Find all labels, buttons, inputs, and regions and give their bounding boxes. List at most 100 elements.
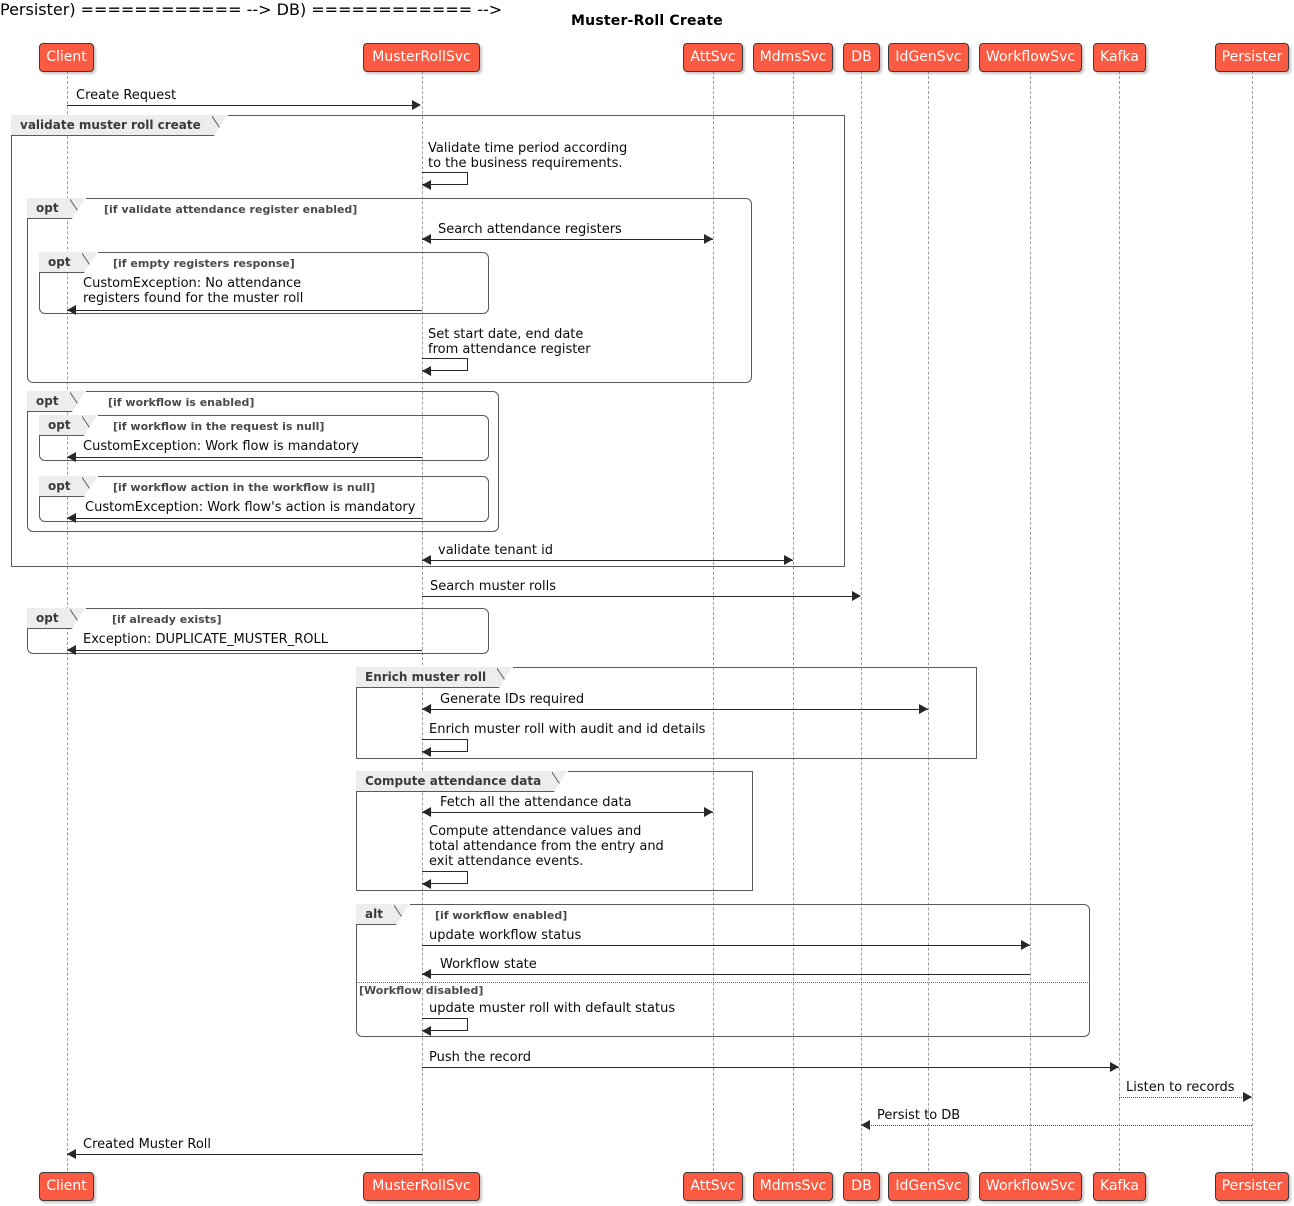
fragment-validate-muster-roll-create: [11, 115, 845, 567]
fragment-opt-validate-attendance-register: [27, 198, 752, 383]
arrowhead-generate-ids-left: [422, 704, 431, 714]
participant-label: AttSvc: [690, 49, 736, 65]
participant-idgensvc-top[interactable]: IdGenSvc: [888, 43, 969, 72]
arrow-push-the-record: [422, 1067, 1119, 1068]
arrow-search-muster-rolls: [422, 596, 854, 597]
participant-label: Client: [46, 49, 87, 65]
arrowhead-validate-tenant-id-right: [784, 555, 793, 565]
arrow-persist-to-db: [861, 1125, 1252, 1126]
arrow-validate-tenant-id: [422, 560, 793, 561]
participant-label: Kafka: [1100, 49, 1139, 65]
arrowhead-created-muster-roll: [67, 1149, 76, 1159]
participant-label: MusterRollSvc: [372, 1178, 471, 1194]
fragment-opt-workflow-request-null: [39, 415, 489, 461]
participant-label: WorkflowSvc: [985, 1178, 1076, 1194]
message-label-created-muster-roll: Created Muster Roll: [83, 1137, 212, 1152]
participant-musterrollsvc-top[interactable]: MusterRollSvc: [363, 43, 480, 72]
participant-label: DB: [851, 1178, 872, 1194]
participant-label: Client: [46, 1178, 87, 1194]
participant-client-bottom[interactable]: Client: [39, 1172, 94, 1201]
participant-mdmssvc-top[interactable]: MdmsSvc: [753, 43, 833, 72]
fragment-label-opt-3: opt: [27, 390, 86, 412]
lifeline-attsvc: [713, 71, 714, 1171]
participant-label: MdmsSvc: [759, 1178, 827, 1194]
participant-label: Kafka: [1100, 1178, 1139, 1194]
lifeline-workflowsvc: [1030, 71, 1031, 1171]
message-label-search-attendance-registers: Search attendance registers: [438, 222, 622, 237]
arrowhead-listen-to-records: [1243, 1092, 1252, 1102]
fragment-condition-opt-2: [if empty registers response]: [113, 257, 295, 270]
participant-mdmssvc-bottom[interactable]: MdmsSvc: [753, 1172, 833, 1201]
lifeline-kafka: [1119, 71, 1120, 1171]
arrow-workflow-state: [422, 974, 1030, 975]
fragment-opt-workflow-action-null: [39, 476, 489, 522]
message-label-generate-ids: Generate IDs required: [440, 692, 585, 707]
arrowhead-update-workflow-status: [1021, 940, 1030, 950]
participant-attsvc-bottom[interactable]: AttSvc: [683, 1172, 743, 1201]
participant-workflowsvc-bottom[interactable]: WorkflowSvc: [979, 1172, 1082, 1201]
participant-db-top[interactable]: DB: [843, 43, 880, 72]
selfcall-set-start-end-date: [422, 358, 468, 371]
arrowhead-duplicate-muster-roll: [67, 645, 76, 655]
message-label-workflow-action-mandatory: CustomException: Work flow's action is m…: [85, 500, 416, 515]
participant-persister-bottom[interactable]: Persister: [1215, 1172, 1289, 1201]
lifeline-persister: [1252, 71, 1253, 1171]
message-label-no-attendance-registers: CustomException: No attendance registers…: [83, 276, 304, 306]
fragment-condition-alt-else: [Workflow disabled]: [359, 984, 484, 997]
arrowhead-create-request: [412, 100, 421, 110]
participant-label: AttSvc: [690, 1178, 736, 1194]
lifeline-idgensvc: [928, 71, 929, 1171]
arrow-fetch-attendance-data: [422, 812, 713, 813]
participant-kafka-bottom[interactable]: Kafka: [1093, 1172, 1146, 1201]
message-label-listen-to-records: Listen to records: [1126, 1080, 1235, 1095]
selfcall-update-default-status: [422, 1018, 468, 1031]
participant-label: Persister: [1221, 49, 1283, 65]
participant-attsvc-top[interactable]: AttSvc: [683, 43, 743, 72]
participant-client-top[interactable]: Client: [39, 43, 94, 72]
arrow-no-attendance-registers: [67, 310, 422, 311]
participant-label: IdGenSvc: [895, 1178, 962, 1194]
arrowhead-push-the-record: [1110, 1062, 1119, 1072]
arrowhead-persist-to-db: [861, 1120, 870, 1130]
message-label-set-start-end-date: Set start date, end date from attendance…: [428, 327, 591, 357]
arrow-workflow-mandatory: [67, 457, 422, 458]
fragment-label-opt-5: opt: [39, 475, 98, 497]
fragment-alt-divider: [356, 982, 1090, 983]
selfcall-enrich-audit-details: [422, 739, 468, 752]
fragment-condition-alt-if: [if workflow enabled]: [435, 909, 568, 922]
message-label-persist-to-db: Persist to DB: [877, 1108, 961, 1123]
message-label-update-workflow-status: update workflow status: [429, 928, 582, 943]
fragment-condition-opt-3: [if workflow is enabled]: [108, 396, 255, 409]
page-title: Muster-Roll Create: [571, 13, 723, 29]
arrowhead-search-muster-rolls: [852, 591, 861, 601]
message-label-update-default-status: update muster roll with default status: [429, 1001, 676, 1016]
fragment-label-alt: alt: [356, 903, 410, 925]
participant-label: DB: [851, 49, 872, 65]
fragment-opt-already-exists: [27, 608, 489, 654]
message-label-validate-tenant-id: validate tenant id: [438, 543, 553, 558]
participant-workflowsvc-top[interactable]: WorkflowSvc: [979, 43, 1082, 72]
fragment-opt-empty-registers-response: [39, 252, 489, 314]
arrowhead-workflow-state: [422, 969, 431, 979]
arrow-create-request: [67, 105, 415, 106]
arrowhead-validate-time-period: [422, 180, 431, 190]
participant-persister-top[interactable]: Persister: [1215, 43, 1289, 72]
participant-musterrollsvc-bottom[interactable]: MusterRollSvc: [363, 1172, 480, 1201]
participant-idgensvc-bottom[interactable]: IdGenSvc: [888, 1172, 969, 1201]
message-label-validate-time-period: Validate time period according to the bu…: [428, 141, 628, 171]
selfcall-compute-attendance-values: [422, 871, 468, 884]
participant-label: Persister: [1221, 1178, 1283, 1194]
participant-kafka-top[interactable]: Kafka: [1093, 43, 1146, 72]
fragment-opt-workflow-enabled: [27, 391, 499, 532]
message-label-create-request: Create Request: [76, 88, 177, 103]
message-label-duplicate-muster-roll: Exception: DUPLICATE_MUSTER_ROLL: [83, 632, 328, 647]
participant-db-bottom[interactable]: DB: [843, 1172, 880, 1201]
arrowhead-search-attendance-registers-right: [704, 234, 713, 244]
arrow-generate-ids: [422, 709, 928, 710]
fragment-condition-opt-6: [if already exists]: [112, 613, 222, 626]
lifeline-db: [861, 71, 862, 1171]
participant-label: MdmsSvc: [759, 49, 827, 65]
lifeline-musterrollsvc: [422, 71, 423, 1171]
arrowhead-generate-ids-right: [919, 704, 928, 714]
participant-label: IdGenSvc: [895, 49, 962, 65]
